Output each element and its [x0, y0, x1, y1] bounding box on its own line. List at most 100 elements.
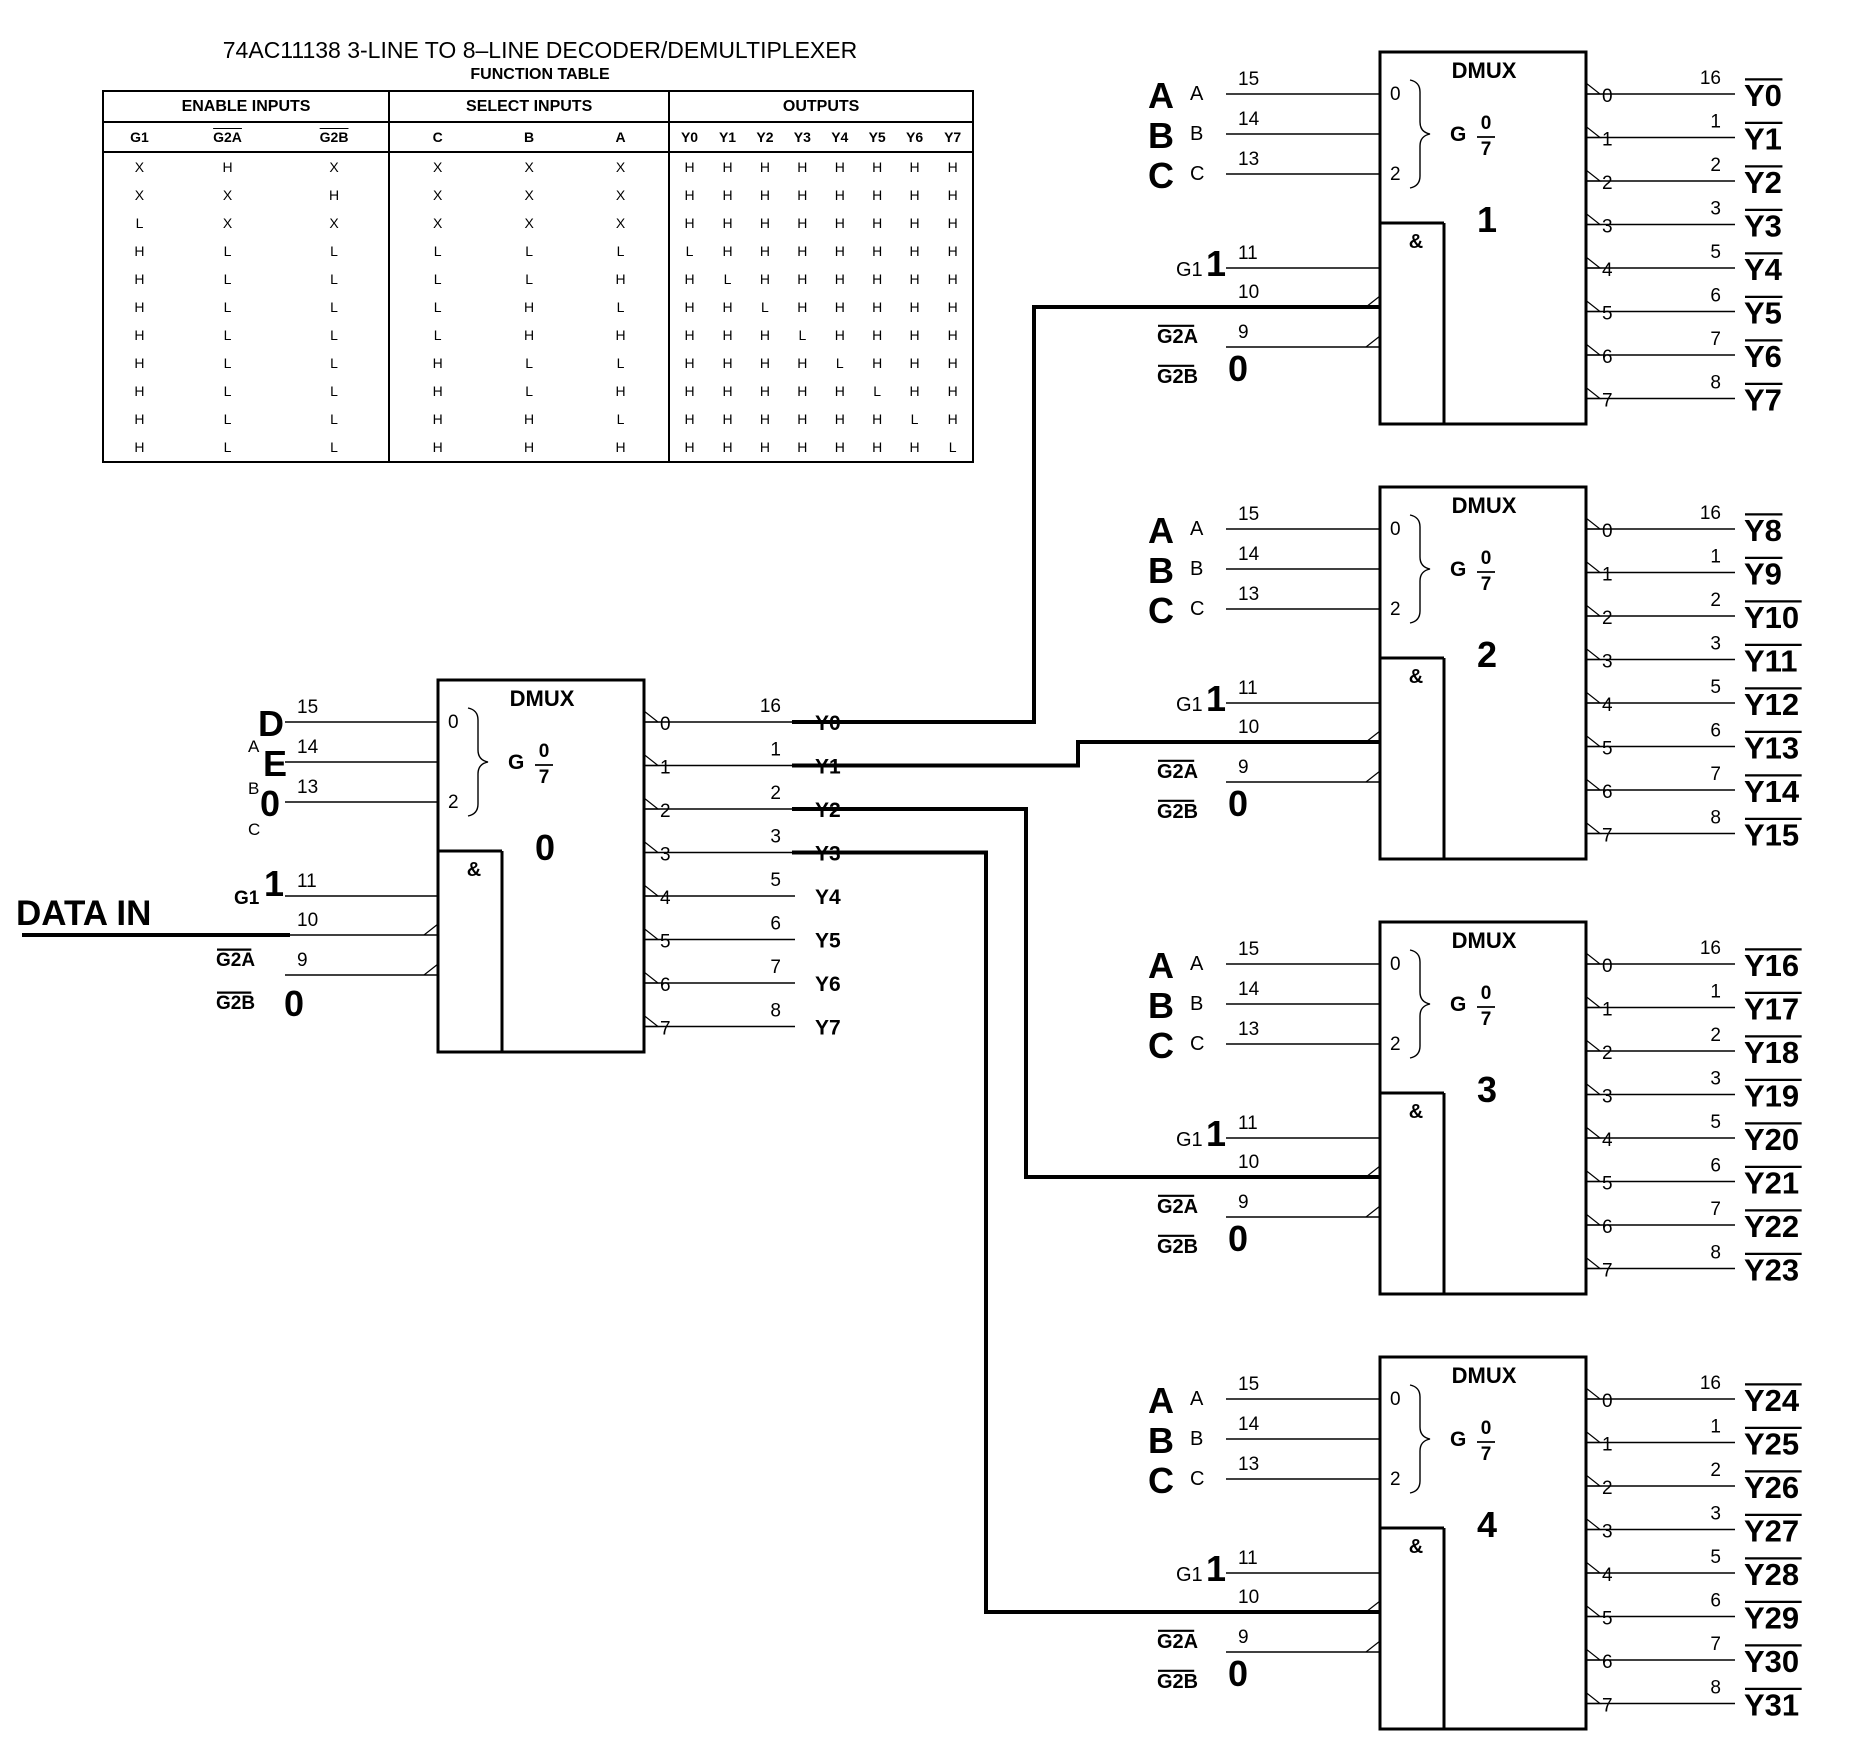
chip-1-pin-number: 5: [1710, 242, 1721, 263]
chip-1-pin-number: 1: [1710, 112, 1721, 133]
table-cell: H: [102, 377, 175, 405]
table-cell: H: [797, 187, 808, 203]
chip-4-select-brace: [1409, 1384, 1431, 1494]
table-cell: H: [102, 349, 175, 377]
chip-2-output-marker: [1585, 691, 1602, 704]
table-cell: L: [525, 271, 534, 287]
chip-0-output-marker: [643, 1015, 660, 1028]
column-header: Y0: [669, 122, 709, 153]
chip-1-output-marker: [1585, 300, 1602, 313]
chip-4-g2b-value: 0: [1228, 1653, 1248, 1694]
chip-1-output-marker: [1585, 256, 1602, 269]
chip-1-select-value: A: [1148, 75, 1174, 116]
chip-3-pin-number: 9: [1238, 1192, 1249, 1213]
table-cell: H: [746, 433, 784, 463]
chip-4-select-value: A: [1148, 1380, 1174, 1421]
chip-3-output-index: 3: [1602, 1087, 1613, 1108]
table-cell: H: [834, 215, 845, 231]
chip-3-output-marker: [1585, 1213, 1602, 1226]
table-cell: H: [834, 299, 845, 315]
table-cell: H: [933, 405, 974, 433]
chip-1-pin-name-g2b: G2B: [1157, 366, 1198, 388]
chip-4-output-marker: [1585, 1431, 1602, 1444]
chip-0-pin-number: 5: [770, 870, 781, 891]
chip-3-output-index: 4: [1602, 1130, 1613, 1151]
chip-0-output-marker: [643, 710, 660, 723]
chip-3-output-label: Y22: [1744, 1209, 1799, 1244]
table-cell: H: [933, 237, 974, 265]
chip-2-output-marker: [1585, 517, 1602, 530]
chip-1-output-index: 0: [1602, 86, 1613, 107]
chip-1-invert-marker: [1365, 294, 1381, 308]
chip-3-output-marker: [1585, 1039, 1602, 1052]
table-cell: L: [280, 433, 391, 463]
chip-1-g2b-value: 0: [1228, 348, 1248, 389]
chip-2-output-index: 3: [1602, 652, 1613, 673]
chip-4-invert-marker: [1365, 1639, 1381, 1653]
chip-1-invert-marker: [1365, 334, 1381, 348]
chip-2-output-label: Y14: [1744, 774, 1800, 809]
chip-3-pin-number: 8: [1710, 1243, 1721, 1264]
table-cell: H: [909, 383, 920, 399]
chip-3-select-value: B: [1148, 985, 1174, 1026]
table-cell: L: [835, 355, 844, 371]
chip-1-select-value: B: [1148, 115, 1174, 156]
chip-2-invert-marker: [1365, 769, 1381, 783]
chip-1-pin-number: 10: [1238, 282, 1259, 303]
table-cell: L: [433, 327, 442, 343]
table-cell: H: [872, 243, 883, 259]
table-cell: H: [759, 411, 770, 427]
table-cell: H: [432, 411, 443, 427]
chip-1-pin-number: 13: [1238, 149, 1259, 170]
chip-2-pin-number: 9: [1238, 757, 1249, 778]
chip-1-pin-name: C: [1190, 163, 1204, 185]
table-cell: L: [280, 237, 391, 265]
chip-2-and-symbol: &: [1409, 666, 1423, 688]
table-cell: H: [797, 411, 808, 427]
chip-0-output-index: 2: [660, 801, 671, 822]
chip-3-output-label: Y20: [1744, 1122, 1799, 1157]
chip-4-and-symbol: &: [1409, 1536, 1423, 1558]
chip-4-output-index: 6: [1602, 1652, 1613, 1673]
chip-3-pin-name: C: [1190, 1033, 1204, 1055]
table-cell: L: [525, 383, 534, 399]
table-cell: H: [572, 433, 671, 463]
chip-1-pin-number: 11: [1238, 243, 1258, 264]
chip-1-number: 1: [1477, 199, 1497, 240]
chip-4-pin-number: 7: [1710, 1634, 1721, 1655]
table-cell: H: [834, 383, 845, 399]
table-cell: H: [524, 411, 535, 427]
column-header: Y2: [746, 122, 784, 153]
table-cell: H: [933, 265, 974, 293]
chip-0-invert-marker: [423, 962, 439, 976]
function-table-subtitle: FUNCTION TABLE: [470, 66, 610, 83]
chip-0-output-index: 5: [660, 932, 671, 953]
table-cell: H: [684, 187, 695, 203]
first-select-value: E: [263, 743, 287, 784]
table-cell: H: [909, 271, 920, 287]
chip-4-g-num: 0: [1481, 1418, 1492, 1439]
table-cell: X: [572, 209, 671, 237]
table-cell: H: [872, 159, 883, 175]
chip-2-number: 2: [1477, 634, 1497, 675]
table-cell: H: [834, 411, 845, 427]
chip-4-select-value: B: [1148, 1420, 1174, 1461]
chip-0-invert-marker: [423, 922, 439, 936]
column-header: G1: [102, 122, 175, 153]
chip-3-pin-name: B: [1190, 993, 1203, 1015]
column-header: G2A: [174, 122, 281, 153]
table-cell: H: [834, 271, 845, 287]
chip-0-select-brace: [467, 707, 489, 817]
chip-0-output-marker: [643, 884, 660, 897]
chip-1-output-index: 2: [1602, 173, 1613, 194]
table-cell: H: [759, 383, 770, 399]
table-cell: H: [872, 187, 883, 203]
chip-4-output-index: 5: [1602, 1609, 1613, 1630]
chip-3-output-index: 2: [1602, 1043, 1613, 1064]
first-output-label: Y5: [815, 930, 841, 953]
chip-1-output-label: Y0: [1744, 78, 1782, 113]
chip-2-select-in-label: 0: [1390, 519, 1401, 540]
table-cell: L: [223, 299, 232, 315]
chip-4-number: 4: [1477, 1504, 1497, 1545]
